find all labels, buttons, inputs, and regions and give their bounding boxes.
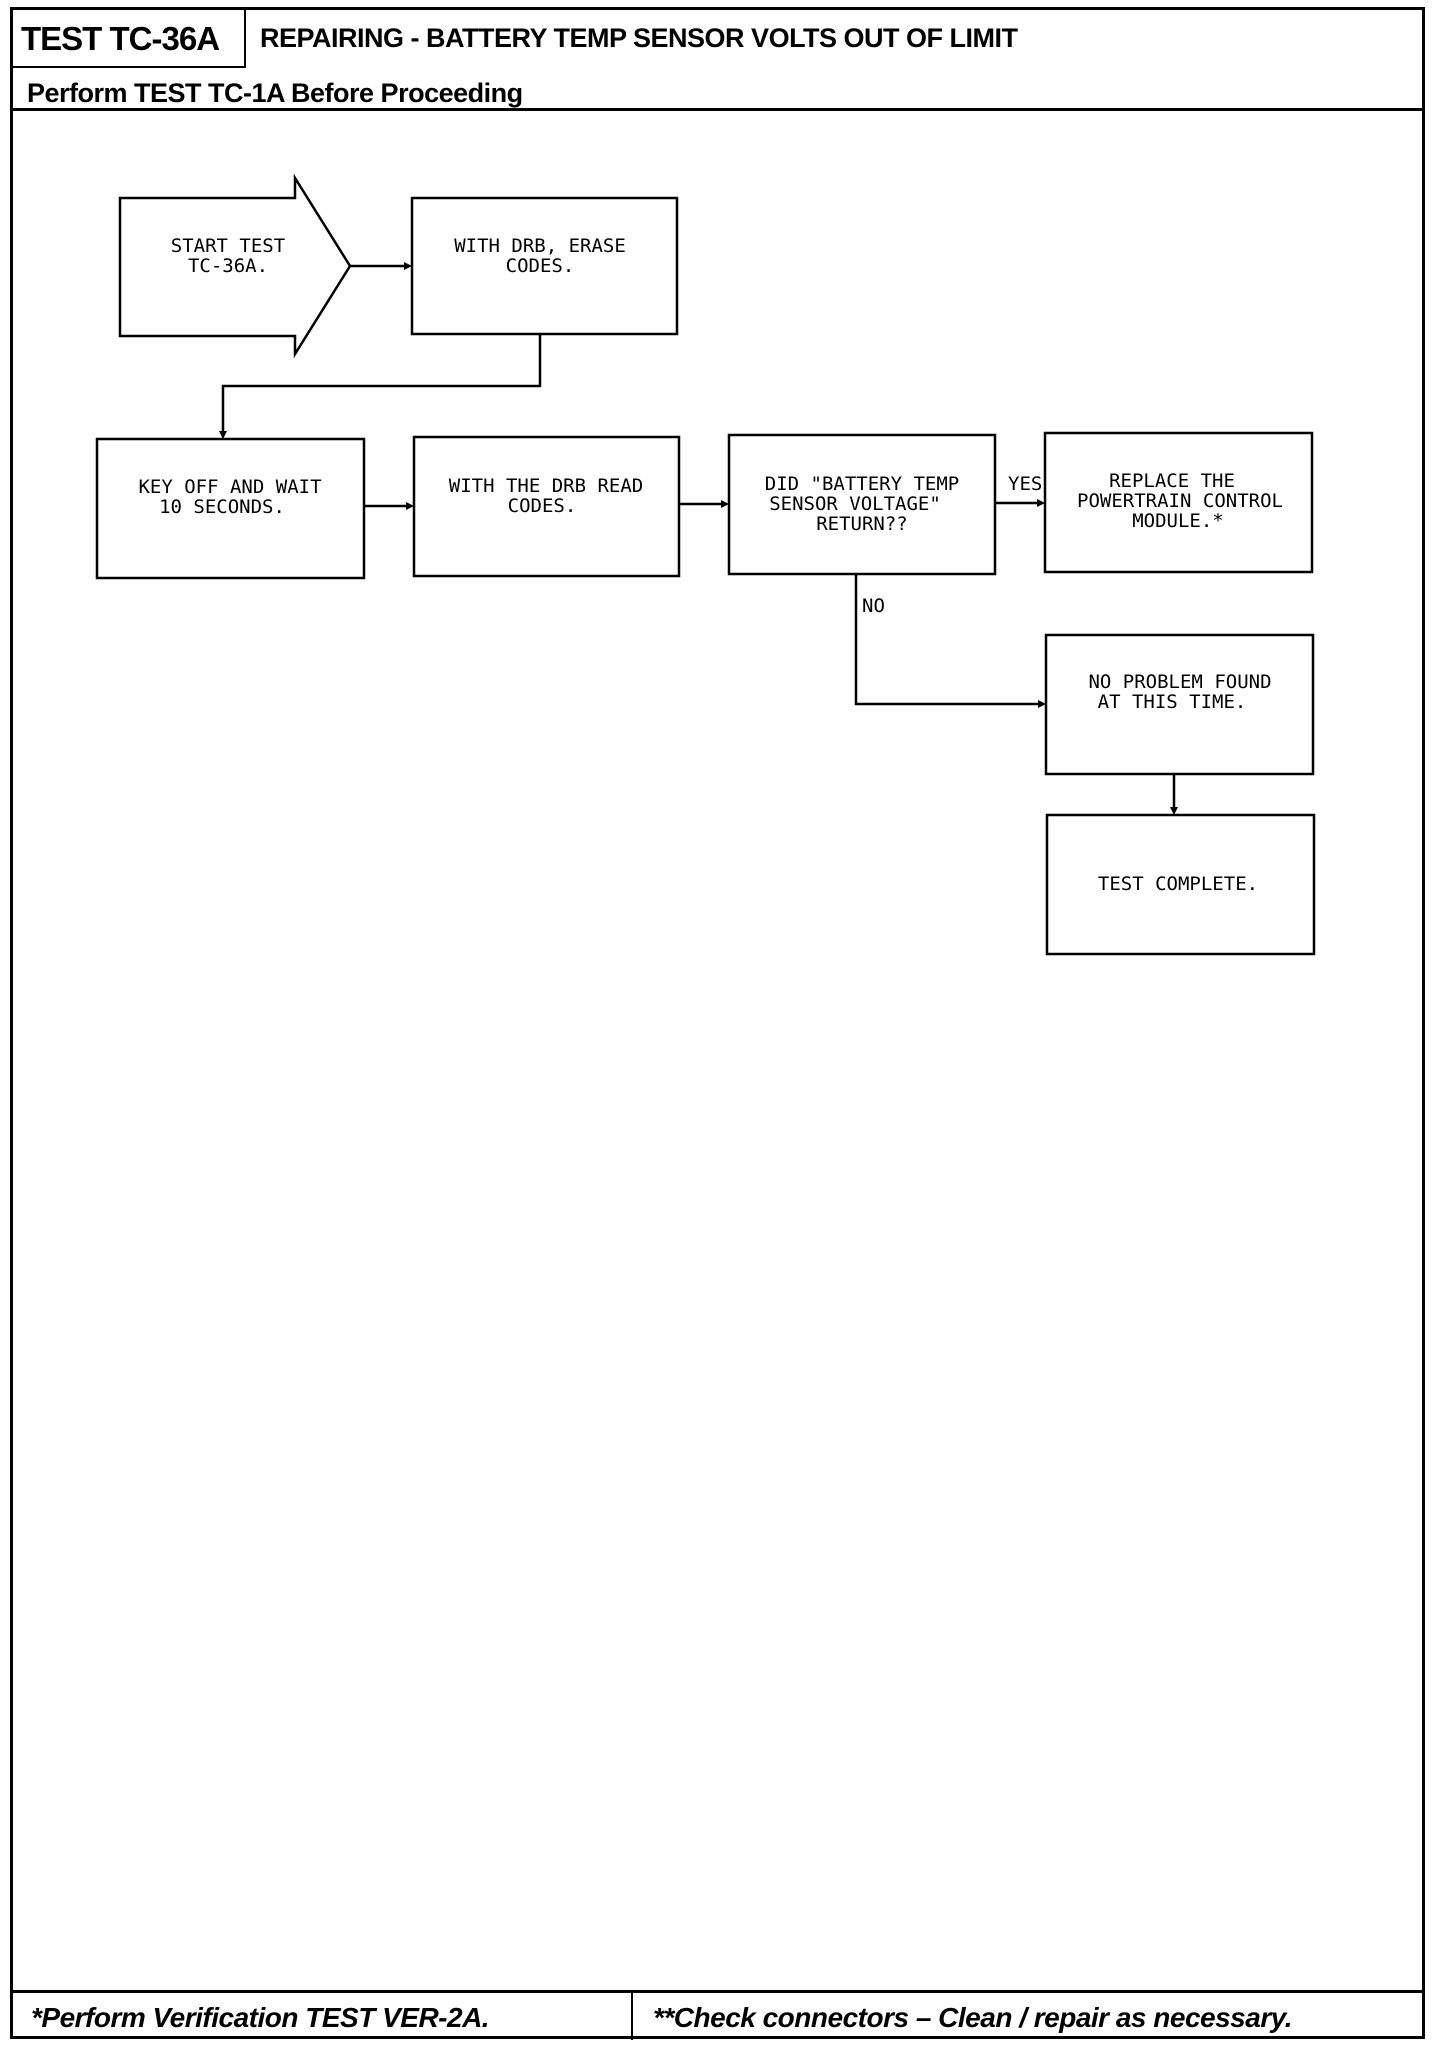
footer-column-divider	[631, 1990, 633, 2040]
noproblem-text-line: AT THIS TIME.	[1098, 691, 1247, 713]
decision-text-line: RETURN??	[816, 513, 908, 535]
start-node	[118, 173, 352, 359]
footnote-connectors: **Check connectors – Clean / repair as n…	[653, 2002, 1293, 2033]
arrowhead	[1170, 807, 1178, 815]
no-label: NO	[862, 595, 885, 617]
read-text-line: CODES.	[508, 495, 577, 517]
keyoff-text-line: KEY OFF AND WAIT	[138, 476, 321, 498]
page-title: REPAIRING - BATTERY TEMP SENSOR VOLTS OU…	[260, 23, 1018, 53]
replace-pcm-node	[1043, 431, 1314, 574]
no-problem-node	[1044, 633, 1315, 776]
decision-text-line: SENSOR VOLTAGE"	[769, 493, 941, 515]
read-codes-node	[412, 435, 681, 578]
read-text-line: WITH THE DRB READ	[449, 475, 643, 497]
arrowhead	[1037, 499, 1045, 507]
arrowhead	[1038, 700, 1046, 708]
decision-text-line: DID "BATTERY TEMP	[765, 473, 959, 495]
footnote-verification: *Perform Verification TEST VER-2A.	[31, 2002, 490, 2033]
start-text-line: TC-36A.	[188, 255, 268, 277]
yes-label: YES	[1008, 473, 1042, 495]
erase-text-line: CODES.	[506, 255, 575, 277]
test-complete-node	[1045, 813, 1316, 956]
complete-text-line: TEST COMPLETE.	[1098, 873, 1258, 895]
arrowhead	[219, 431, 227, 439]
key-off-node	[95, 437, 366, 580]
erase-text-line: WITH DRB, ERASE	[454, 235, 626, 257]
keyoff-text-line: 10 SECONDS.	[159, 496, 285, 518]
replace-text-line: REPLACE THE	[1109, 470, 1235, 492]
test-id-box	[13, 10, 246, 68]
noproblem-text-line: NO PROBLEM FOUND	[1088, 671, 1271, 693]
header-divider	[13, 108, 1422, 111]
footer-divider	[13, 1990, 1422, 1993]
arrowhead	[406, 502, 414, 510]
replace-text-line: POWERTRAIN CONTROL	[1077, 490, 1283, 512]
arrowhead	[404, 262, 412, 270]
erase-codes-node	[410, 196, 679, 336]
arrowhead	[721, 500, 729, 508]
prerequisite-note: Perform TEST TC-1A Before Proceeding	[27, 78, 523, 108]
start-text-line: START TEST	[171, 235, 285, 257]
decision-node	[727, 433, 997, 576]
edge-erase-to-keyoff	[221, 334, 542, 432]
edge-decision-no	[854, 574, 1040, 706]
page-frame: TEST TC-36A REPAIRING - BATTERY TEMP SEN…	[10, 7, 1425, 2040]
test-id: TEST TC-36A	[21, 20, 220, 57]
replace-text-line: MODULE.*	[1132, 510, 1224, 532]
